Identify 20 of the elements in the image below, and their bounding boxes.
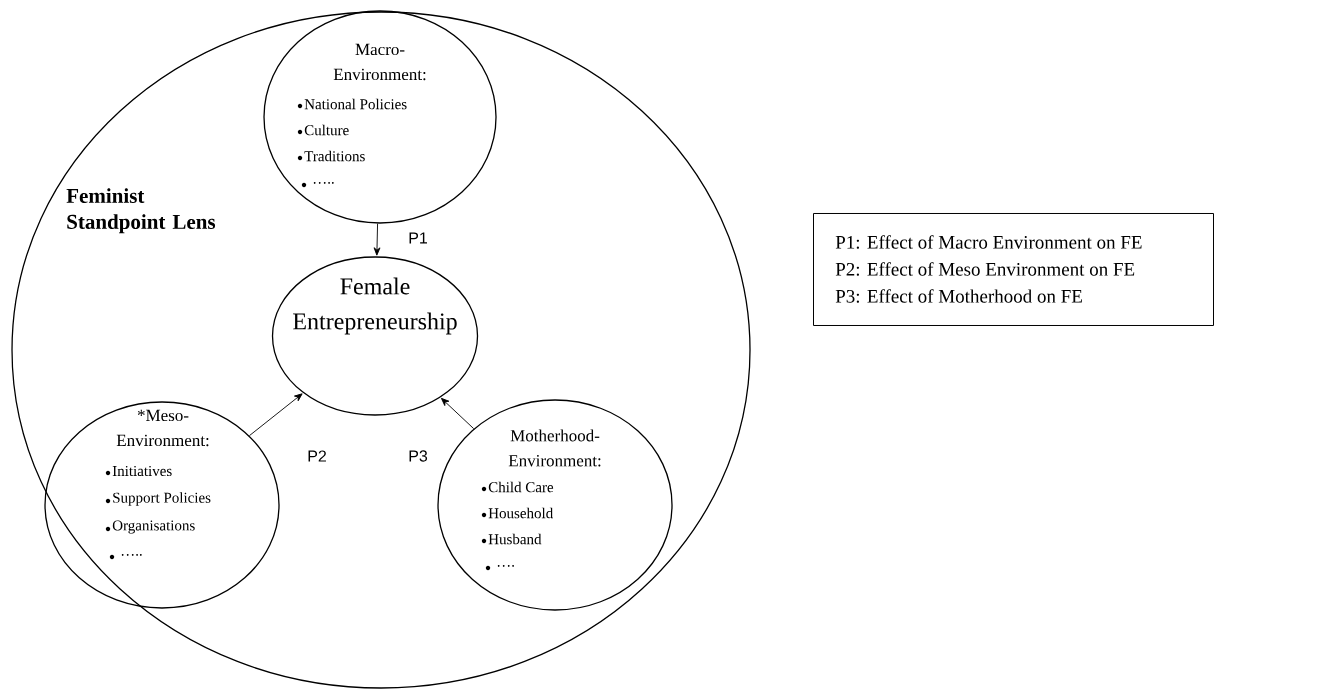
list-item: Initiatives	[112, 465, 172, 477]
lens-title: Feminist Standpoint Lens	[66, 188, 216, 234]
list-item: Culture	[304, 124, 349, 136]
list-item: ….	[497, 565, 514, 567]
list-item: Organisations	[112, 520, 195, 534]
edge-label: P2	[306, 449, 328, 463]
list-item: National Policies	[304, 98, 407, 110]
list-item: Husband	[488, 533, 542, 545]
list-item: Child Care	[488, 481, 554, 493]
arrow	[440, 397, 475, 430]
list-item: Traditions	[304, 150, 365, 162]
arrow	[373, 223, 381, 256]
key-box: P1: Effect of Macro Environment on FE P2: Effect of Meso Environment on FE P3: Effect of Motherhood on FE	[813, 213, 1214, 326]
list-item: …..	[313, 182, 334, 184]
edge-label: P3	[407, 449, 429, 463]
list-item: Household	[488, 507, 553, 519]
list-item: …..	[121, 554, 142, 556]
list-item: Support Policies	[113, 492, 211, 506]
edge-label: P1	[407, 231, 429, 245]
arrow	[249, 393, 303, 437]
